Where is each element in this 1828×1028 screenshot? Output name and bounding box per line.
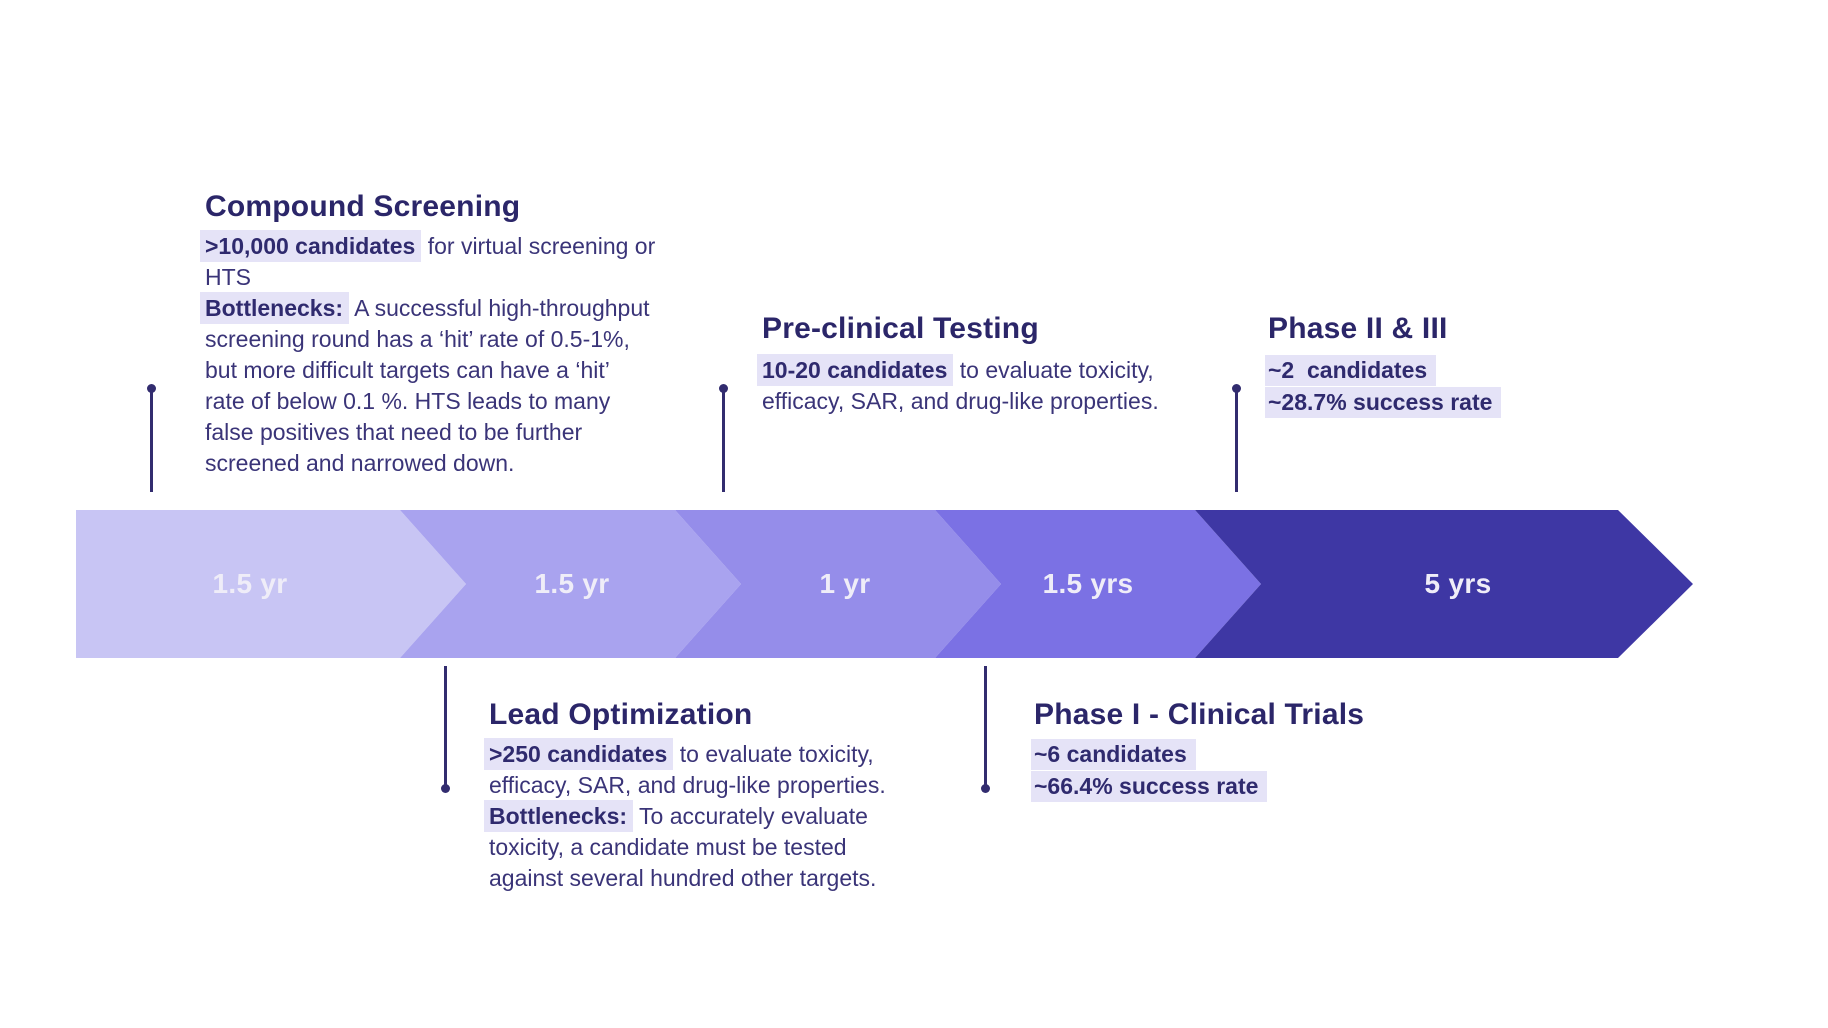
compound-screening-bottlenecks-text: Bottlenecks: A successful high-throughpu…	[200, 292, 765, 479]
compound-candidates-rest: for virtual screening or HTS	[205, 233, 656, 290]
lead-bottlenecks-rest: To accurately evaluate toxicity, a candi…	[489, 803, 877, 891]
duration-label-3: 1 yr	[819, 568, 871, 599]
preclinical-candidates-rest: to evaluate toxicity, efficacy, SAR, and…	[762, 357, 1159, 414]
phase-1-title: Phase I - Clinical Trials	[1034, 698, 1365, 731]
timeline-segment-compound-screening	[76, 510, 466, 658]
lead-bottlenecks-text: Bottlenecks: To accurately evaluate toxi…	[484, 800, 1009, 894]
stage-compound-screening: Compound Screening >10,000 candidates fo…	[200, 190, 765, 479]
lead-candidates-text: >250 candidates to evaluate toxicity, ef…	[484, 738, 1009, 801]
stage-phase-1-clinical-trials: Phase I - Clinical Trials ~6 candidates …	[1031, 698, 1454, 803]
timeline-arrow-bar: 1.5 yr 1.5 yr 1 yr 1.5 yrs 5 yrs	[76, 510, 1693, 658]
stage-lead-optimization: Lead Optimization >250 candidates to eva…	[484, 698, 1009, 894]
phase-2-3-candidates-stat: ~2 candidates	[1265, 355, 1437, 386]
stage-preclinical-testing: Pre-clinical Testing 10-20 candidates to…	[757, 312, 1322, 417]
compound-screening-candidates-text: >10,000 candidates for virtual screening…	[200, 230, 765, 293]
preclinical-candidates-highlight: 10-20 candidates	[757, 354, 954, 386]
duration-label-4: 1.5 yrs	[1042, 568, 1134, 599]
phase-1-success-rate-stat: ~66.4% success rate	[1031, 771, 1268, 802]
preclinical-candidates-text: 10-20 candidates to evaluate toxicity, e…	[757, 354, 1322, 417]
timeline-segment-phase-2-3-arrowhead	[1195, 510, 1693, 658]
phase-1-candidates-stat: ~6 candidates	[1031, 739, 1196, 770]
stage-phase-2-and-3: Phase II & III ~2 candidates ~28.7% succ…	[1265, 312, 1628, 419]
connector-line	[1235, 388, 1238, 492]
lead-candidates-highlight: >250 candidates	[484, 738, 674, 770]
duration-label-2: 1.5 yr	[534, 568, 610, 599]
connector-dot	[981, 784, 990, 793]
compound-bottlenecks-rest: A successful high-throughput screening r…	[205, 295, 650, 476]
connector-line	[150, 388, 153, 492]
connector-line	[444, 666, 447, 788]
compound-candidates-highlight: >10,000 candidates	[200, 230, 422, 262]
duration-label-1: 1.5 yr	[212, 568, 288, 599]
compound-screening-title: Compound Screening	[205, 190, 521, 223]
phase-2-3-success-rate-stat: ~28.7% success rate	[1265, 387, 1502, 418]
connector-line	[984, 666, 987, 788]
lead-bottlenecks-highlight: Bottlenecks:	[484, 800, 634, 832]
preclinical-testing-title: Pre-clinical Testing	[762, 312, 1039, 345]
connector-dot	[441, 784, 450, 793]
lead-candidates-rest: to evaluate toxicity, efficacy, SAR, and…	[489, 741, 886, 798]
lead-optimization-title: Lead Optimization	[489, 698, 753, 731]
connector-line	[722, 388, 725, 492]
compound-bottlenecks-highlight: Bottlenecks:	[200, 292, 350, 324]
duration-label-5: 5 yrs	[1424, 568, 1492, 599]
phase-2-3-title: Phase II & III	[1268, 312, 1448, 345]
